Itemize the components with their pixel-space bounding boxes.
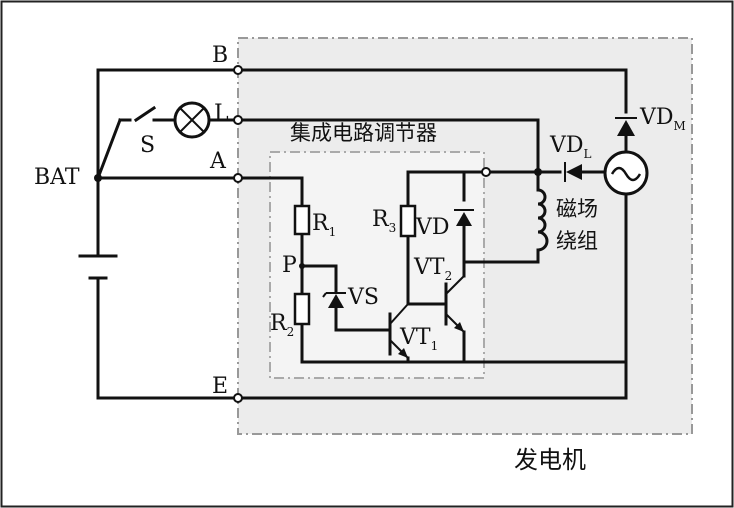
ac-generator-icon (603, 150, 649, 196)
r2-label: R2 (270, 311, 294, 339)
terminal-b-label: B (212, 43, 228, 68)
vt2-emitter-arrow (454, 322, 464, 332)
vt1-label: VT1 (399, 325, 438, 353)
terminal-a-label: A (209, 149, 227, 174)
junction-p-dot (299, 263, 305, 269)
battery-label: BAT (34, 165, 80, 190)
regulator-title: 集成电路调节器 (290, 121, 437, 145)
vt2-label: VT2 (413, 255, 452, 283)
battery-symbol (78, 254, 118, 280)
switch-label: S (140, 133, 155, 158)
field-junction-dot (534, 168, 542, 176)
zener-diode-vs (322, 292, 346, 308)
point-p-label: P (282, 253, 297, 278)
vd-label: VD (415, 215, 450, 240)
generator-label: 发电机 (514, 446, 586, 474)
terminal-a-node (233, 173, 243, 183)
diode-vdl (564, 162, 582, 182)
field-winding-label-line1: 磁场 (556, 197, 598, 221)
r1-label: R1 (312, 211, 336, 239)
terminal-l-label: L (214, 101, 229, 126)
resistor-r3 (399, 204, 417, 238)
lamp-icon (173, 101, 211, 139)
terminal-e-node (233, 393, 243, 403)
r3-label: R3 (372, 207, 396, 235)
terminal-b-node (233, 65, 243, 75)
vt1-emitter-arrow (398, 348, 408, 358)
vs-label: VS (347, 285, 379, 310)
resistor-r1 (293, 204, 311, 236)
wires (96, 68, 628, 400)
field-winding-label-line2: 绕组 (556, 229, 598, 253)
regulator-terminal-node (481, 167, 491, 177)
vdl-label: VDL (549, 133, 592, 161)
diode-vdm (615, 117, 637, 136)
field-winding-coil (536, 188, 549, 252)
diode-vd (454, 209, 474, 226)
terminal-l-node (233, 115, 243, 125)
resistor-r2 (293, 292, 311, 326)
vdm-label: VDM (639, 105, 686, 133)
terminal-e-label: E (212, 374, 228, 399)
bat-junction-dot (94, 174, 102, 182)
